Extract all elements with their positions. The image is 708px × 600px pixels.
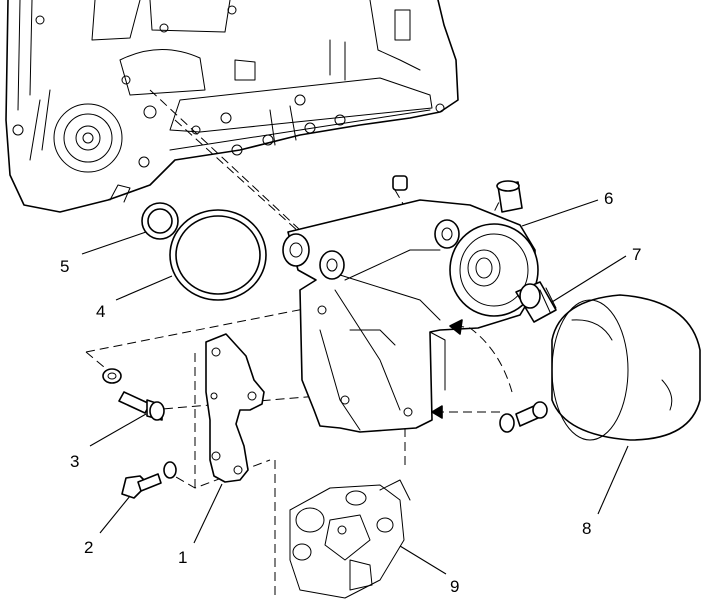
- callout-5: 5: [60, 257, 69, 276]
- callout-9: 9: [450, 577, 459, 596]
- gasket: [205, 333, 265, 483]
- large-o-ring: [169, 209, 267, 301]
- washer-and-bolt-3: [102, 368, 165, 421]
- small-o-ring: [141, 202, 179, 240]
- callout-7: 7: [632, 245, 641, 264]
- assembly-arrows: [431, 319, 513, 419]
- callout-1: 1: [178, 548, 187, 567]
- callout-4: 4: [96, 302, 105, 321]
- alignment-lines: [85, 89, 506, 600]
- oil-filter: [551, 294, 701, 441]
- bolt-and-washer-2: [121, 461, 177, 499]
- engine-block: [5, 0, 459, 213]
- callout-8: 8: [582, 519, 591, 538]
- oil-filter-bracket: [282, 199, 539, 433]
- oil-pump: [289, 479, 411, 599]
- small-bolt-and-washer: [499, 401, 548, 433]
- leader-lines: [81, 199, 629, 575]
- callout-6: 6: [604, 189, 613, 208]
- callout-2: 2: [84, 538, 93, 557]
- callout-3: 3: [70, 452, 79, 471]
- sleeve: [496, 180, 523, 213]
- dowel-pin: [392, 175, 408, 191]
- threaded-nipple: [515, 281, 557, 323]
